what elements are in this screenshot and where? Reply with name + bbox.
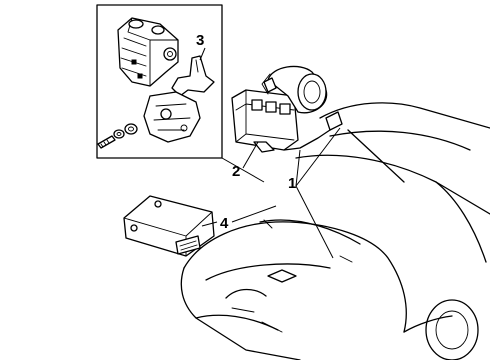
- callout-2: 2: [232, 163, 240, 180]
- bolt-and-washers: [97, 123, 138, 149]
- callout-1: 1: [288, 175, 296, 192]
- mounting-bracket: [143, 55, 215, 143]
- abs-hydraulic-unit: [231, 65, 343, 153]
- vehicle-front-outline: [180, 102, 490, 360]
- callout-3: 3: [196, 32, 204, 49]
- abs-control-module: [123, 195, 215, 257]
- valve-block-exploded: [117, 17, 179, 87]
- callout-4: 4: [220, 215, 229, 232]
- callout-leaders: [199, 47, 341, 259]
